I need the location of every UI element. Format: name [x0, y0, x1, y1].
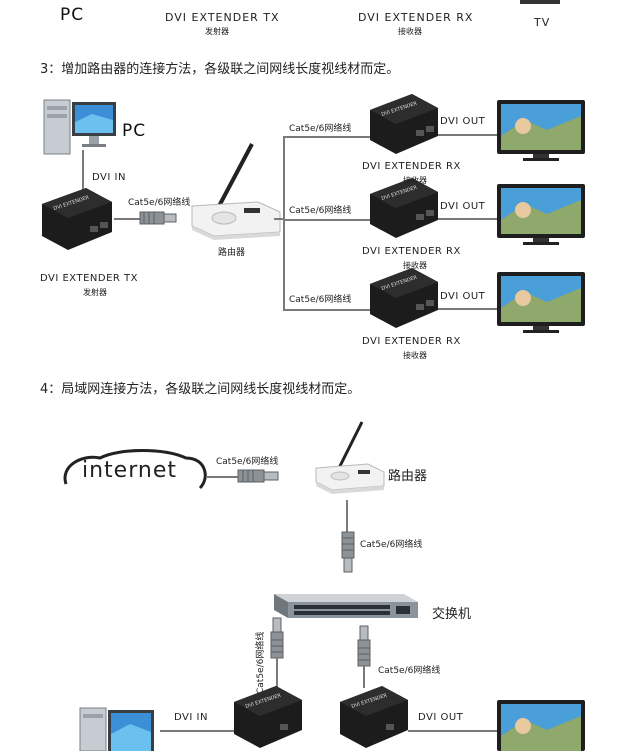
- section3-dvi-out: DVI OUT: [440, 116, 486, 127]
- section4-switch-icon: [274, 594, 418, 618]
- section4-tx-device: DVI EXTENDER: [234, 686, 302, 748]
- section4-rx-tv-line: [408, 730, 500, 732]
- top-tv-stand: [520, 0, 560, 4]
- section3-pc-label: PC: [122, 121, 147, 141]
- section4-cable-router-switch-label: Cat5e/6网络线: [360, 540, 423, 550]
- section4-rj45-plug: [341, 531, 355, 573]
- section3-pc-to-tx-line: [82, 150, 84, 190]
- top-rx-label: DVI EXTENDER RX: [358, 11, 474, 24]
- section3-rx-device: DVI EXTENDER: [370, 268, 438, 328]
- section4-rj45-plug: [270, 617, 284, 659]
- section4-rj45-plug: [237, 469, 279, 483]
- section4-switch-tx-line: [276, 658, 278, 692]
- section3-pc-icon: [43, 99, 116, 155]
- section4-pc-tx-line: [160, 730, 234, 732]
- section3-dvi-out: DVI OUT: [440, 291, 486, 302]
- section3-tx-cable: [114, 218, 144, 220]
- internet-label: internet: [82, 458, 177, 483]
- section4-switch-rx-line: [363, 666, 365, 688]
- top-tx-label: DVI EXTENDER TX: [165, 11, 280, 24]
- section3-rx-device: DVI EXTENDER: [370, 178, 438, 238]
- section3-router-sub: 路由器: [218, 248, 246, 258]
- section3-dvi-out: DVI OUT: [440, 201, 486, 212]
- section3-dvi-in: DVI IN: [92, 172, 126, 183]
- section4-router-label: 路由器: [388, 469, 428, 484]
- section3-tx-sub: 发射器: [83, 288, 107, 297]
- section4-router-switch-line: [346, 500, 348, 536]
- section4-cable-internet-label: Cat5e/6网络线: [216, 457, 279, 467]
- section4-internet-cable: [206, 476, 242, 478]
- section4-router-icon: [315, 421, 385, 494]
- section4-pc-icon: [79, 707, 154, 751]
- section3-rx-label: DVI EXTENDER RX: [362, 336, 461, 347]
- top-pc-label: PC: [60, 5, 85, 25]
- section3-rx-device: DVI EXTENDER: [370, 94, 438, 154]
- section3-rj45-plug: [139, 211, 177, 225]
- section3-rx-tv-line: [438, 308, 500, 310]
- section3-branch-cable-label: Cat5e/6网络线: [289, 295, 352, 305]
- section3-rx-sub: 接收器: [403, 351, 427, 360]
- section4-heading: 4：局域网连接方法，各级联之间网线长度视线材而定。: [40, 382, 361, 397]
- section4-switch-label: 交换机: [432, 607, 472, 622]
- section3-rx-label: DVI EXTENDER RX: [362, 161, 461, 172]
- section3-rx-tv-line: [438, 134, 500, 136]
- section3-router-icon: [191, 143, 281, 240]
- section3-branch-cable-label: Cat5e/6网络线: [289, 124, 352, 134]
- top-tv-label: TV: [534, 16, 551, 29]
- section3-branch-cable-label: Cat5e/6网络线: [289, 206, 352, 216]
- section3-branch-line: [283, 136, 377, 138]
- section3-branch-line: [283, 219, 377, 221]
- section3-rx-label: DVI EXTENDER RX: [362, 246, 461, 257]
- section3-branch-line: [283, 309, 377, 311]
- section3-tx-device: DVI EXTENDER: [42, 188, 112, 250]
- section3-bus-vertical: [283, 136, 285, 310]
- section3-tv-icon: [497, 272, 585, 333]
- section4-tv-icon: [497, 700, 585, 751]
- section3-rx-tv-line: [438, 218, 500, 220]
- section3-rx-sub: 接收器: [403, 261, 427, 270]
- section3-cable-label: Cat5e/6网络线: [128, 198, 191, 208]
- section4-rx-device: DVI EXTENDER: [340, 686, 408, 748]
- internet-cloud-icon: [63, 449, 207, 490]
- section4-dvi-out: DVI OUT: [418, 712, 464, 723]
- section3-tv-icon: [497, 184, 585, 245]
- section3-tx-label: DVI EXTENDER TX: [40, 273, 138, 284]
- section3-heading: 3：增加路由器的连接方法，各级联之间网线长度视线材而定。: [40, 62, 400, 77]
- section3-router-stub: [274, 218, 284, 220]
- section3-rx-sub: 接收器: [403, 176, 427, 185]
- section4-cable-right-label: Cat5e/6网络线: [378, 666, 441, 676]
- section3-tv-icon: [497, 100, 585, 161]
- top-tx-sub: 发射器: [205, 27, 229, 36]
- section4-dvi-in: DVI IN: [174, 712, 208, 723]
- top-rx-sub: 接收器: [398, 27, 422, 36]
